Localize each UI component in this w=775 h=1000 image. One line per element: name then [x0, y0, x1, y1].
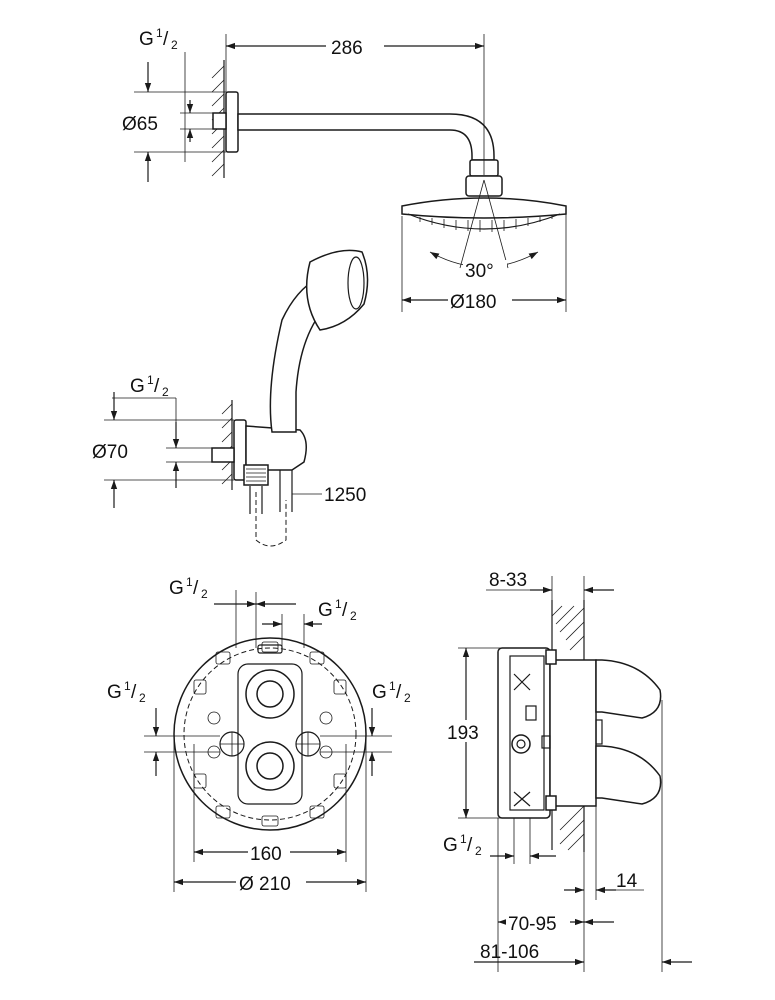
total-depth-label: 81-106 — [480, 942, 539, 963]
front-thread-top-left: G — [169, 578, 184, 599]
hand-shower-head — [305, 249, 369, 331]
svg-text:/: / — [131, 682, 137, 703]
tilt-angle-label: 30° — [465, 261, 494, 282]
front-thread-top-right-den: 2 — [350, 609, 357, 623]
arm-flange — [225, 91, 239, 153]
svg-text:/: / — [163, 29, 169, 50]
front-thread-top-left-num: 1 — [186, 575, 193, 589]
hand-thread-label: G — [130, 376, 145, 397]
head-shower — [401, 197, 567, 219]
side-thread-den: 2 — [475, 844, 482, 858]
hose-nut — [243, 464, 269, 486]
wall-thickness-label: 8-33 — [489, 570, 527, 591]
side-port — [511, 734, 531, 754]
body-front-view: G 1 / 2 G 1 / 2 G 1 / 2 G 1 / 2 — [107, 575, 411, 895]
side-top-clip — [545, 649, 557, 665]
front-thread-left-den: 2 — [139, 691, 146, 705]
side-frame — [549, 659, 597, 807]
hand-shower-view: G 1 / 2 Ø70 1250 — [92, 249, 369, 547]
front-thread-top-right: G — [318, 600, 333, 621]
ball-joint — [465, 175, 503, 197]
elbow-diameter-label: Ø70 — [92, 442, 128, 463]
shower-arm — [237, 113, 495, 161]
svg-text:/: / — [154, 376, 160, 397]
hand-thread-num: 1 — [147, 373, 154, 387]
front-thread-left: G — [107, 682, 122, 703]
front-thread-right-num: 1 — [389, 679, 396, 693]
arm-flange-diameter-label: Ø65 — [122, 114, 158, 135]
arm-thread-stub — [212, 112, 227, 130]
front-thread-right: G — [372, 682, 387, 703]
svg-text:/: / — [467, 835, 473, 856]
side-upper-handle — [595, 659, 662, 719]
arm-length-label: 286 — [331, 38, 363, 59]
hand-thread-den: 2 — [162, 385, 169, 399]
elbow-stub — [211, 447, 235, 463]
front-thread-top-left-den: 2 — [201, 587, 208, 601]
front-thread-top-right-num: 1 — [335, 597, 342, 611]
front-thread-left-num: 1 — [124, 679, 131, 693]
body-diameter-label: Ø 210 — [239, 874, 291, 895]
install-depth-label: 70-95 — [508, 914, 557, 935]
side-body — [497, 647, 551, 819]
side-height-label: 193 — [447, 723, 479, 744]
body-outer-circle — [173, 637, 367, 831]
fixing-lugs — [193, 641, 347, 827]
shower-arm-view: 286 G 1 / 2 Ø65 30° Ø180 — [122, 26, 567, 313]
handle-projection-label: 14 — [616, 871, 638, 892]
side-thread-label: G — [443, 835, 458, 856]
hand-shower-holder — [245, 425, 307, 471]
body-side-view: 8-33 193 G 1 / 2 14 70-95 — [443, 570, 692, 972]
hose-length-label: 1250 — [324, 485, 366, 506]
hole-spacing-label: 160 — [250, 844, 282, 865]
arm-thread-den: 2 — [171, 38, 178, 52]
hose-line — [255, 492, 287, 547]
side-bottom-clip — [545, 795, 557, 811]
side-thread-num: 1 — [460, 832, 467, 846]
svg-text:/: / — [342, 600, 348, 621]
head-diameter-label: Ø180 — [450, 292, 496, 313]
front-thread-right-den: 2 — [404, 691, 411, 705]
arm-thread-label: G — [139, 29, 154, 50]
arm-thread-num: 1 — [156, 26, 163, 40]
svg-text:/: / — [193, 578, 199, 599]
hand-wall-hatching — [221, 400, 233, 490]
svg-text:/: / — [396, 682, 402, 703]
side-lower-handle — [595, 745, 662, 805]
